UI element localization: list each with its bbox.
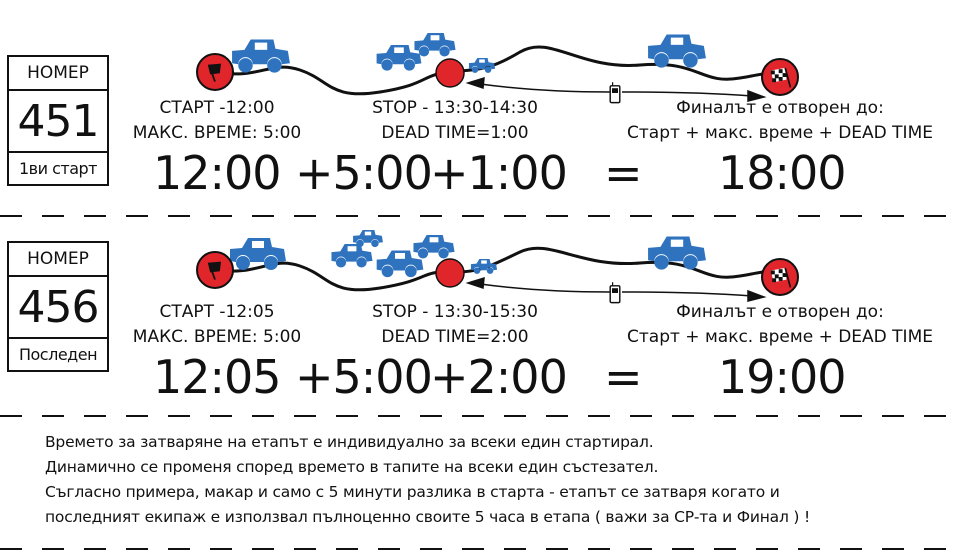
divider xyxy=(0,548,960,550)
route-diagram xyxy=(196,230,799,304)
eq-result: 19:00 xyxy=(718,350,847,404)
bib-number: 451 xyxy=(9,91,107,153)
finish-flag-icon xyxy=(761,258,799,296)
bib-header: НОМЕР xyxy=(9,57,107,91)
eq-equals: = xyxy=(604,146,643,200)
phone-icon xyxy=(609,82,621,104)
jeep-icon xyxy=(413,235,455,259)
double-arrow xyxy=(465,276,767,302)
note-line: Динамично се променя според времето в та… xyxy=(45,458,659,476)
eq-dead: +2:00 xyxy=(430,350,568,404)
eq-start: 12:05 xyxy=(153,350,282,404)
start-flag-icon xyxy=(196,53,234,91)
divider xyxy=(0,215,960,217)
jeep-icon xyxy=(232,39,290,73)
finish-formula: Старт + макс. време + DEAD TIME xyxy=(627,123,933,143)
double-arrow xyxy=(465,76,767,102)
bib-box: НОМЕР 451 1ви старт xyxy=(7,55,109,186)
jeep-icon xyxy=(376,250,424,278)
explanation-note: Времето за затваряне на етапът е индивид… xyxy=(45,430,810,530)
finish-label: Финалът е отворен до: Старт + макс. време… xyxy=(627,96,933,146)
note-line: Съгласно примера, макар и само с 5 минут… xyxy=(45,483,780,501)
max-time: МАКС. ВРЕМЕ: 5:00 xyxy=(132,123,302,143)
jeep-icon xyxy=(468,58,496,73)
finish-open-until: Финалът е отворен до: xyxy=(676,302,884,322)
note-line: последният екипаж е използвал пълноценно… xyxy=(45,508,810,526)
eq-equals: = xyxy=(604,350,643,404)
eq-start: 12:00 xyxy=(153,146,282,200)
eq-max: +5:00 xyxy=(295,146,433,200)
finish-open-until: Финалът е отворен до: xyxy=(676,98,884,118)
dead-time: DEAD TIME=2:00 xyxy=(381,327,529,347)
start-time: СТАРТ -12:00 xyxy=(159,98,275,118)
stop-marker-icon xyxy=(435,258,465,288)
jeep-icon xyxy=(470,259,498,274)
note-line: Времето за затваряне на етапът е индивид… xyxy=(45,433,654,451)
eq-result: 18:00 xyxy=(718,146,847,200)
jeep-icon xyxy=(230,238,286,270)
eq-max: +5:00 xyxy=(295,350,433,404)
dead-time: DEAD TIME=1:00 xyxy=(381,123,529,143)
bib-footer: Последен xyxy=(18,345,98,364)
jeep-icon xyxy=(414,33,456,57)
bib-box: НОМЕР 456 Последен xyxy=(7,241,109,372)
eq-dead: +1:00 xyxy=(430,146,568,200)
start-time: СТАРТ -12:05 xyxy=(159,302,275,322)
stop-window: STOP - 13:30-14:30 xyxy=(372,98,538,118)
route-diagram xyxy=(196,33,799,104)
jeep-icon xyxy=(353,230,383,248)
stop-marker-icon xyxy=(435,58,465,88)
finish-formula: Старт + макс. време + DEAD TIME xyxy=(627,327,933,347)
bib-footer: 1ви старт xyxy=(19,159,98,178)
divider xyxy=(0,415,960,417)
finish-flag-icon xyxy=(761,58,799,96)
jeep-icon xyxy=(648,34,706,68)
start-flag-icon xyxy=(196,251,234,289)
jeep-icon xyxy=(331,244,373,268)
phone-icon xyxy=(609,282,621,304)
max-time: МАКС. ВРЕМЕ: 5:00 xyxy=(132,327,302,347)
finish-label: Финалът е отворен до: Старт + макс. време… xyxy=(627,300,933,350)
bib-header: НОМЕР xyxy=(9,243,107,277)
bib-number: 456 xyxy=(9,277,107,339)
stop-window: STOP - 13:30-15:30 xyxy=(372,302,538,322)
